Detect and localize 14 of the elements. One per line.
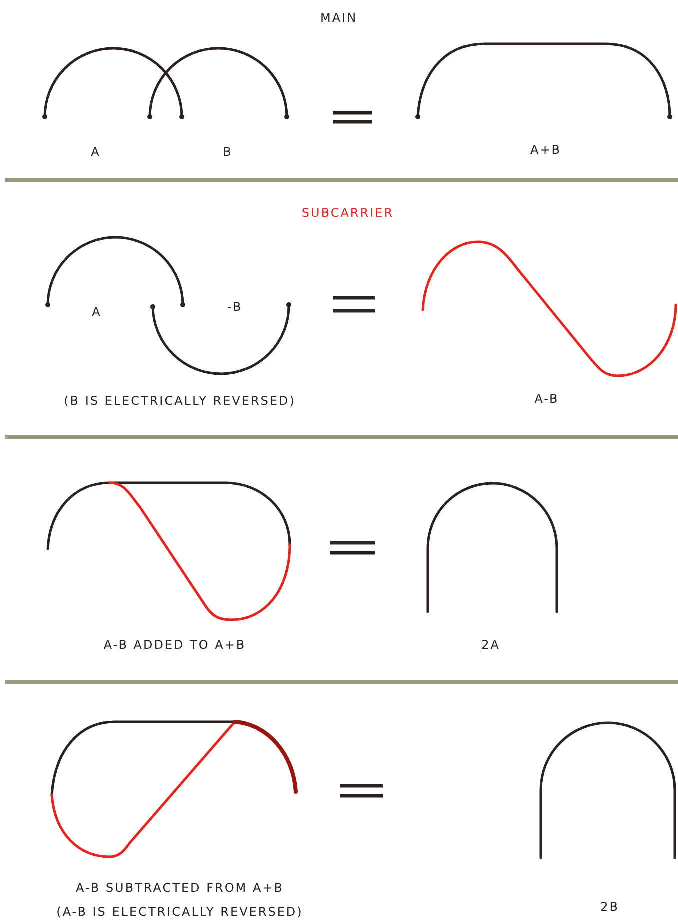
waveform-label: 2A <box>482 639 500 651</box>
caption: (B IS ELECTRICALLY REVERSED) <box>64 395 296 407</box>
section-heading: SUBCARRIER <box>302 207 394 219</box>
section-heading: MAIN <box>320 12 358 24</box>
caption: A-B ADDED TO A+B <box>104 639 246 651</box>
caption: (A-B IS ELECTRICALLY REVERSED) <box>56 906 304 918</box>
caption: A-B SUBTRACTED FROM A+B <box>76 882 284 894</box>
waveform-label: 2B <box>600 901 620 913</box>
waveform-label: B <box>223 146 233 158</box>
waveform-label: A+B <box>530 144 562 156</box>
waveform-label: -B <box>227 301 243 313</box>
waveform-label: A <box>92 306 102 318</box>
waveform-label: A <box>91 146 101 158</box>
waveform-label: A-B <box>534 393 560 405</box>
